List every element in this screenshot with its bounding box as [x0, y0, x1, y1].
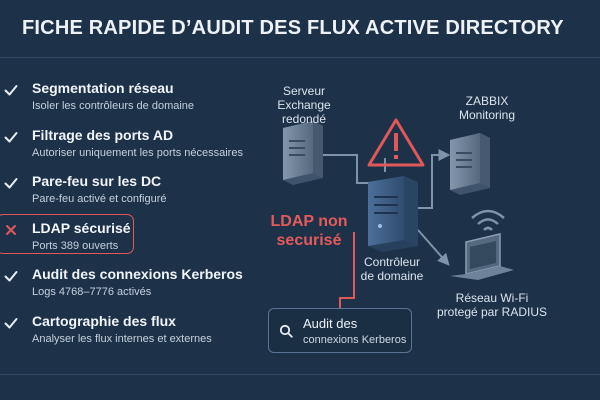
check-icon — [4, 85, 18, 96]
checklist-heading: Audit des connexions Kerberos — [32, 266, 243, 282]
audit-box-title: Audit des — [303, 316, 358, 331]
link-dc-wifi — [417, 229, 450, 266]
ldap-warning-label: LDAP non securisé — [270, 213, 348, 249]
cross-icon — [6, 225, 16, 235]
checklist-heading: Cartographie des flux — [32, 313, 176, 329]
warning-highlight-box — [0, 214, 134, 254]
checklist-detail: Ports 389 ouverts — [32, 240, 119, 252]
checklist-detail: Isoler les contrôleurs de domaine — [32, 100, 195, 112]
wifi-laptop-icon — [450, 209, 514, 280]
check-icon — [4, 318, 18, 329]
warning-triangle-icon — [367, 118, 425, 167]
checklist-heading: Filtrage des ports AD — [32, 127, 174, 143]
domain-controller-label: Contrôleur de domaine — [360, 255, 424, 283]
checklist-heading: Pare-feu sur les DC — [32, 173, 162, 189]
title-divider — [0, 57, 600, 58]
exchange-server-label: Serveur Exchange redondé — [277, 84, 331, 126]
checklist-detail: Analyser les flux internes et externes — [32, 333, 212, 345]
check-icon — [4, 132, 18, 143]
domain-controller-icon — [368, 176, 418, 252]
page-title: FICHE RAPIDE D’AUDIT DES FLUX ACTIVE DIR… — [22, 17, 564, 39]
checklist-detail: Autoriser uniquement les ports nécessair… — [32, 147, 243, 159]
exchange-server-icon — [283, 121, 323, 185]
link-dc-zabbix — [418, 149, 451, 209]
check-icon — [4, 178, 18, 189]
zabbix-server-icon — [450, 133, 490, 195]
wifi-network-label: Réseau Wi-Fi protegé par RADIUS — [436, 291, 548, 319]
zabbix-label: ZABBIX Monitoring — [458, 94, 516, 122]
link-exchange-dc — [322, 154, 368, 184]
checklist-detail: Logs 4768–7776 activés — [32, 286, 152, 298]
audit-box-subtitle: connexions Kerberos — [303, 334, 407, 346]
search-icon — [279, 324, 293, 338]
checklist-heading: Segmentation réseau — [32, 80, 174, 96]
checklist-heading: LDAP sécurisé — [32, 220, 131, 236]
footer-divider — [0, 374, 600, 375]
check-icon — [4, 271, 18, 282]
checklist-detail: Pare-feu activé et configuré — [32, 193, 167, 205]
link-dc-audit — [339, 232, 355, 308]
kerberos-audit-box: Audit des connexions Kerberos — [268, 308, 412, 353]
